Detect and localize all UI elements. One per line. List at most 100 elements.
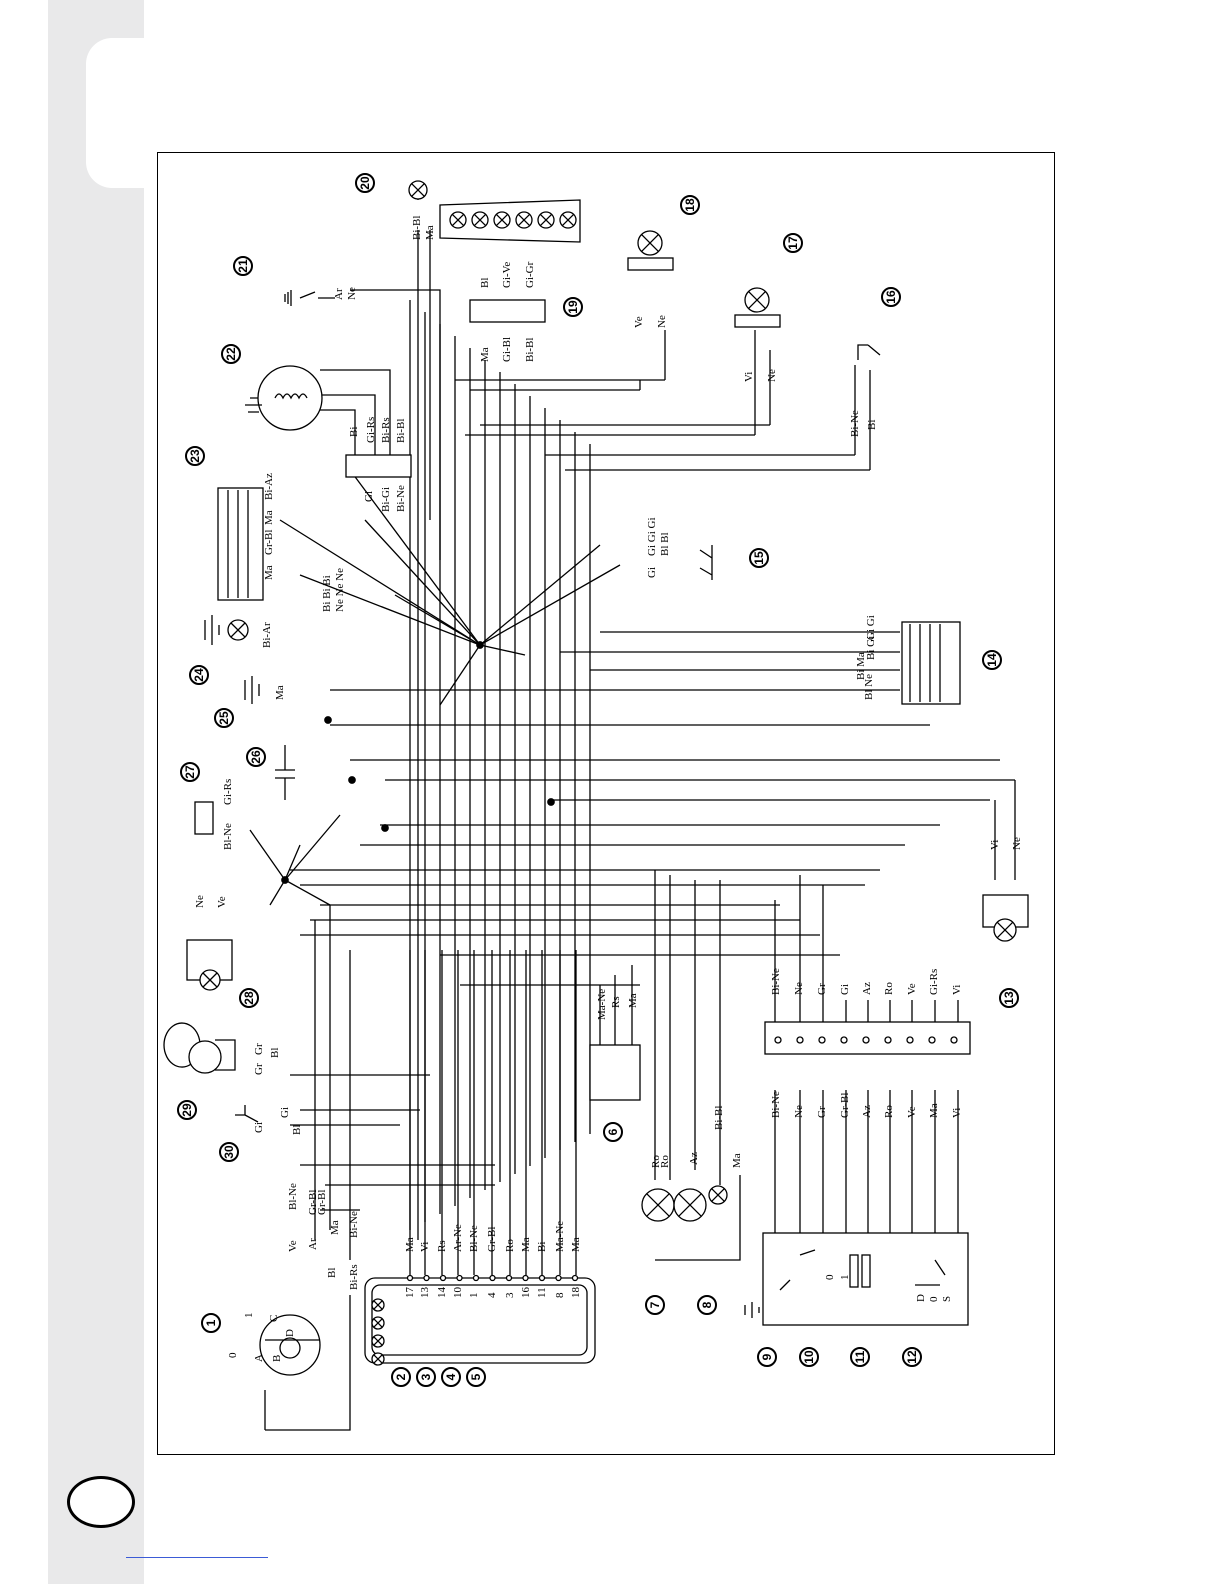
ground-24 [204,615,220,645]
horn-return [655,1175,741,1261]
label-c28: Ne [194,895,206,908]
lamp-18-base [627,257,674,271]
label-c1: Gr-Bl [307,1190,319,1215]
label-dash-pin: 8 [554,1292,566,1298]
callout-ring [219,1142,239,1162]
label-connector-top: Gr [816,983,828,995]
label-c14: Gi Gi [865,615,877,640]
label-c14: Bi Gi [865,636,877,660]
pin [950,1036,958,1044]
callout-ring [850,1347,870,1367]
callout-leader [203,465,220,486]
callout-leader [236,1125,245,1145]
callout-number: 7 [648,1301,662,1308]
label-c12: 0 [928,1296,940,1302]
dash-connector [364,1277,596,1364]
label-dash-wire: Ma [520,1237,532,1252]
label-ignition-position: 1 [243,1313,255,1319]
label-c23: Gr-Bl [263,530,275,555]
cluster-lamp-cross [473,213,487,227]
callout-leader [240,362,262,378]
label-c19: Gi-Bl [501,337,513,362]
callout-ring [680,195,700,215]
label-connector-top: Ve [906,983,918,995]
indicator-lamp-cross [373,1336,383,1346]
callout-number: 27 [183,765,197,779]
callout-ring [185,446,205,466]
pin [906,1036,914,1044]
label-dash-wire: Bi [536,1242,548,1252]
callout-leader [870,305,884,345]
callout-ring [416,1367,436,1387]
callout-number: 26 [249,750,263,764]
callout-ring [201,1313,221,1333]
label-connector-bottom: Ma [928,1103,940,1118]
callout-leader [1006,942,1009,988]
callout-ring [239,988,259,1008]
label-c17: Ne [766,369,778,382]
label-dash-pin: 10 [452,1287,464,1299]
label-c12: S [941,1296,953,1302]
callout-ring [563,297,583,317]
ignition-loop [264,1295,351,1431]
fan-wire [284,879,331,906]
lamp-18-cross [641,234,659,252]
lamp-17-base [734,314,781,328]
switch-16 [857,344,881,360]
label-dash-wire: Ma [570,1237,582,1252]
label-c27: Gi-Rs [222,779,234,805]
junction-dot [547,798,555,806]
label-c16: Bi-Ne [849,410,861,437]
ground-9 [744,1302,760,1318]
callout-number: 18 [683,198,697,212]
indicator-lamp-cross [373,1354,383,1364]
label-c8: Bi-Bl [713,1106,725,1130]
wire-bundle [249,185,1016,1431]
callout-ring [441,1367,461,1387]
label-c13: Ne [1011,837,1023,850]
label-c22: Gi-Rs [365,417,377,443]
label-c11: 1 [839,1275,851,1281]
callout-ring [466,1367,486,1387]
label-ignition-position: C [268,1315,280,1322]
ignition-vertical [314,905,351,1260]
dash-pin [423,1274,430,1282]
callout-ring [749,548,769,568]
fan-wire [279,519,481,646]
label-ignition-position: D [284,1329,296,1337]
callout-ring [603,1122,623,1142]
stator-coil [274,393,308,400]
dash-pin [522,1274,529,1282]
pin [928,1036,936,1044]
label-c14: Bl Ne [863,674,875,700]
label-c1: Bl-Ne [287,1183,299,1210]
label-c30: Gi [253,1122,265,1133]
label-c15: Gi [646,567,658,578]
label-c6: Ma [627,993,639,1008]
label-c20: Bi-Bl [411,216,423,240]
callout-ring [189,665,209,685]
tail-unit-14 [901,621,961,705]
callout-ring [645,1295,665,1315]
cluster-lamp-cross [495,213,509,227]
label-c21: Ar [333,288,345,300]
lamp-24-cross [230,622,246,638]
label-c30: Gi [279,1107,291,1118]
callout-number: 25 [217,711,231,725]
fan-wire [364,519,481,646]
label-connector-bottom: Vi [951,1108,963,1118]
label-dash-pin: 11 [536,1287,548,1298]
callout-number: 12 [905,1350,919,1364]
wire-to-7-8 [654,870,721,1185]
label-dash-pin: 3 [504,1292,516,1298]
label-c29: Gr [253,1063,265,1075]
label-c1: Ma [329,1220,341,1235]
switches-9-10 [779,1249,816,1291]
callout-number: 22 [224,347,238,361]
wire-to-lamp-13 [994,780,1016,880]
fan-wire [394,594,481,646]
lamp-20-cross [411,183,425,197]
label-c19: Ma [479,347,491,362]
fan-wire [439,644,481,706]
